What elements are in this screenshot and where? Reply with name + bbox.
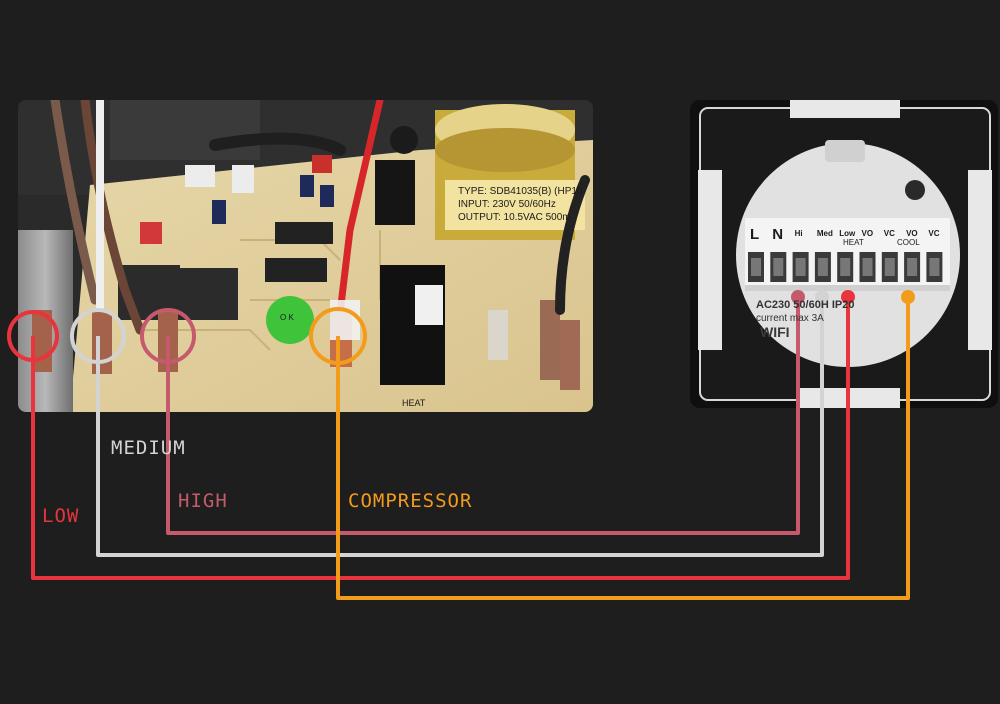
- label-compressor: COMPRESSOR: [348, 490, 473, 512]
- terminal-screw-head: [907, 258, 918, 276]
- terminal-screw-head: [773, 258, 784, 276]
- terminal-label: VC: [928, 229, 940, 238]
- connection-wires: [31, 297, 910, 600]
- dot-medium: [815, 290, 829, 304]
- ring-high: [140, 308, 196, 364]
- wifi-text: WIFI: [760, 324, 790, 340]
- ring-compressor: [309, 307, 367, 365]
- heat-group-label: HEAT: [843, 238, 864, 247]
- control-board-photo: [18, 100, 593, 412]
- capacitor: [390, 126, 418, 154]
- ring-low: [7, 310, 59, 362]
- terminal-screw-head: [795, 258, 806, 276]
- transformer-input-text: INPUT: 230V 50/60Hz: [458, 199, 556, 210]
- terminal-label: VO: [861, 229, 874, 238]
- terminal-screw-head: [817, 258, 828, 276]
- current-text: current max 3A: [756, 313, 824, 324]
- terminal-label: Med: [816, 229, 833, 238]
- transformer: [435, 104, 585, 240]
- ic-chip: [265, 258, 327, 282]
- transformer-output-text: OUTPUT: 10.5VAC 500m: [458, 212, 571, 223]
- ok-sticker: [266, 296, 314, 344]
- heat-pcb-label: HEAT: [402, 398, 426, 408]
- terminal-label: VO: [906, 229, 918, 238]
- terminal-screw-head: [884, 258, 895, 276]
- wire-compressor: [336, 297, 910, 600]
- label-medium: MEDIUM: [111, 437, 186, 459]
- label-high: HIGH: [178, 490, 228, 512]
- ok-sticker-text: O K: [280, 313, 294, 322]
- dip-switch: [140, 222, 162, 244]
- rating-text: AC230 50/60H IP20: [756, 299, 855, 311]
- ring-medium: [70, 308, 126, 364]
- dot-low: [841, 290, 855, 304]
- wire-low: [31, 297, 850, 580]
- terminal-label: N: [772, 226, 784, 243]
- thermostat-photo: [690, 100, 998, 408]
- terminal-label: Low: [839, 229, 856, 238]
- relay: [180, 268, 238, 320]
- wire-high: [166, 297, 800, 535]
- terminal-screw-head: [929, 258, 940, 276]
- terminal-label: VC: [883, 229, 895, 238]
- transformer-type-text: TYPE: SDB41035(B) (HP10: [458, 186, 583, 197]
- terminal-screw-head: [751, 258, 761, 276]
- cool-group-label: COOL: [897, 238, 920, 247]
- terminal-label: Hi: [794, 229, 803, 238]
- terminal-screw-head: [862, 258, 873, 276]
- ic-chip: [275, 222, 333, 244]
- terminal-screw-head: [840, 258, 851, 276]
- label-low: LOW: [42, 505, 80, 527]
- terminal-label: L: [750, 226, 760, 243]
- dot-high: [791, 290, 805, 304]
- dot-compressor: [901, 290, 915, 304]
- wire-medium: [96, 297, 824, 557]
